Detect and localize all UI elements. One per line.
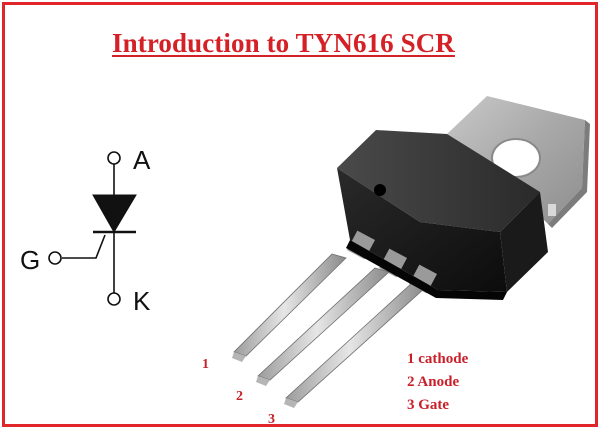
diode-triangle — [92, 194, 137, 233]
pin-number-2: 2 — [236, 389, 243, 404]
scr-body — [337, 168, 507, 292]
cathode-terminal — [107, 292, 121, 306]
cathode-label: K — [133, 286, 151, 316]
legend-item-anode: 2 Anode — [407, 374, 460, 390]
legend-item-gate: 3 Gate — [407, 397, 450, 413]
pin-number-3: 3 — [268, 412, 275, 427]
legend-item-cathode: 1 cathode — [407, 351, 469, 367]
gate-terminal — [48, 251, 62, 265]
gate-label: G — [20, 245, 41, 275]
pin-number-1: 1 — [202, 357, 209, 372]
mounting-hole — [491, 138, 541, 178]
anode-label: A — [133, 145, 151, 175]
pinout-legend: 1 cathode 2 Anode 3 Gate — [407, 348, 468, 417]
lead-1 — [233, 253, 347, 357]
page-title: Introduction to TYN616 SCR — [112, 28, 455, 58]
leads — [232, 253, 427, 408]
